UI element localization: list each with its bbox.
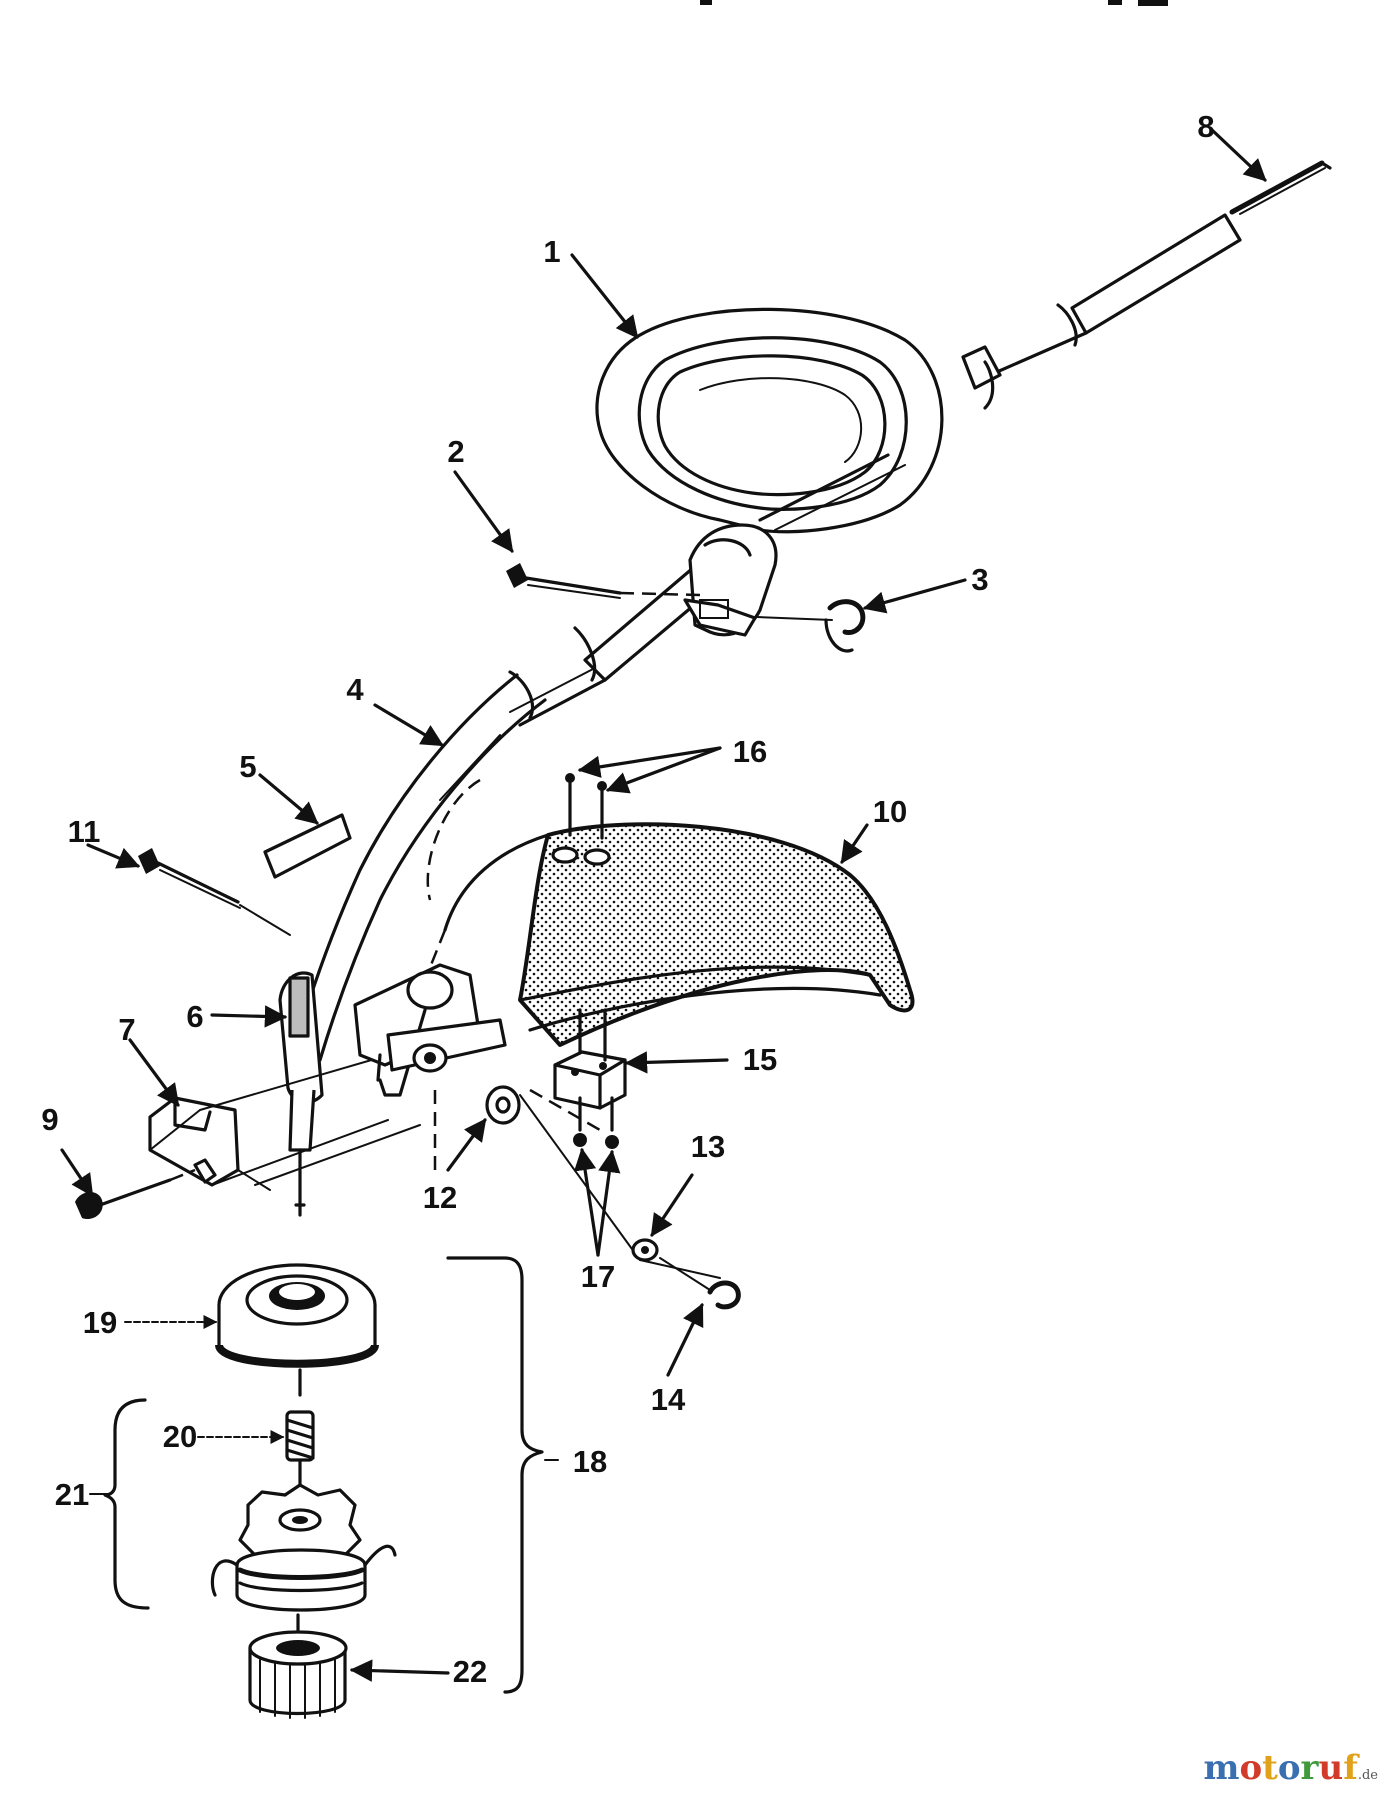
watermark-logo: motoruf.de [1203, 1748, 1378, 1788]
part-12-washer [485, 1085, 521, 1125]
bracket-group-18 [446, 1256, 544, 1694]
watermark-letter: f [1343, 1748, 1358, 1788]
callout-4: 4 [346, 672, 364, 707]
callout-5: 5 [239, 749, 256, 784]
part-22-knob [248, 1613, 348, 1719]
leader-arrows [60, 128, 1267, 1682]
callout-7: 7 [118, 1012, 135, 1047]
callout-22: 22 [453, 1654, 487, 1689]
middle-shaft [509, 560, 720, 727]
part-1-loop-handle [595, 307, 944, 534]
part-20-spring [285, 1410, 315, 1492]
callout-9: 9 [41, 1102, 58, 1137]
callout-17: 17 [581, 1259, 615, 1294]
guard-mount-bracket [353, 963, 507, 1097]
callout-2: 2 [447, 434, 464, 469]
part-7-bracket [148, 1096, 271, 1191]
callout-19: 19 [83, 1305, 117, 1340]
part-6-gear-head [278, 971, 324, 1217]
part-15-clamp-block [553, 1008, 627, 1110]
callout-21: 21 [55, 1477, 89, 1512]
part-4-curved-shaft [298, 670, 547, 1062]
assembly-lines [149, 1039, 721, 1279]
part-17-nuts [573, 1096, 619, 1149]
part-9-nut [75, 1168, 196, 1220]
callout-3: 3 [971, 562, 988, 597]
callout-16: 16 [733, 734, 767, 769]
watermark-letter: m [1203, 1748, 1240, 1788]
callout-14: 14 [651, 1382, 686, 1417]
watermark-letter: o [1239, 1748, 1263, 1788]
callout-10: 10 [873, 794, 907, 829]
bracket-group-21 [103, 1398, 150, 1610]
callout-18: 18 [573, 1444, 607, 1479]
callout-8: 8 [1197, 109, 1214, 144]
part-11-screw [138, 848, 291, 936]
part-14-clip [659, 1257, 741, 1310]
part-13-washer [631, 1238, 659, 1262]
callout-13: 13 [691, 1129, 725, 1164]
callout-labels: 1 2 3 4 5 6 7 8 9 10 11 12 13 14 15 16 1… [41, 109, 1214, 1689]
part-10-guard [423, 778, 915, 1047]
watermark-letter: r [1300, 1748, 1319, 1788]
watermark-letter: u [1318, 1748, 1344, 1788]
callout-20: 20 [163, 1419, 197, 1454]
part-16-screws [565, 773, 607, 840]
part-5-label [263, 813, 352, 879]
part-19-spool-housing [215, 1263, 379, 1397]
callout-11: 11 [68, 814, 101, 849]
callout-6: 6 [186, 999, 203, 1034]
callout-1: 1 [543, 234, 560, 269]
upper-shaft-tube [961, 213, 1242, 410]
part-8-drive-cable [1229, 160, 1332, 215]
handle-clamp-bracket [683, 523, 778, 637]
part-2-bolt [506, 563, 701, 599]
callout-15: 15 [743, 1042, 777, 1077]
top-edge-fragments [700, 0, 1168, 6]
watermark-letter: t [1262, 1748, 1278, 1788]
watermark-tld: .de [1357, 1768, 1378, 1783]
watermark-letter: o [1277, 1748, 1301, 1788]
callout-12: 12 [423, 1180, 457, 1215]
part-3-nut [756, 599, 866, 653]
spool-assembly [210, 1483, 397, 1612]
